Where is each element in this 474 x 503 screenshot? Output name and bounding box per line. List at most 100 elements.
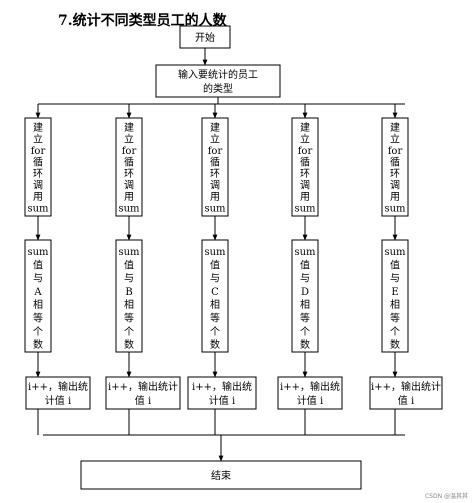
compare-text-e: 数	[390, 338, 400, 351]
loop-text-c: for	[208, 146, 223, 157]
loop-text-a: sum	[27, 204, 49, 215]
loop-text-b: 循	[124, 156, 134, 169]
compare-text-d: 值	[300, 258, 310, 271]
loop-text-c: 循	[210, 156, 220, 169]
loop-text-e: 循	[390, 156, 400, 169]
loop-box-a	[24, 117, 52, 217]
loop-text-b: 环	[124, 169, 134, 180]
output-text-a: 计值 i	[45, 394, 71, 407]
loop-text-a: 立	[33, 133, 43, 146]
output-box-d	[277, 376, 343, 410]
compare-text-b: 等	[124, 312, 134, 325]
loop-text-e: 调	[390, 180, 400, 192]
loop-text-e: 用	[390, 192, 400, 203]
loop-text-a: 用	[33, 192, 43, 203]
compare-text-d: D	[301, 287, 309, 298]
loop-text-a: 循	[33, 156, 43, 169]
compare-text-c: 与	[210, 273, 220, 285]
compare-text-d: sum	[294, 247, 316, 258]
output-text-d: i++，输出统	[280, 380, 340, 393]
end-label: 结束	[211, 469, 231, 482]
loop-text-b: sum	[118, 204, 140, 215]
compare-text-c: 等	[210, 312, 220, 325]
compare-text-b: 相	[124, 298, 134, 311]
compare-text-a: 值	[33, 258, 43, 271]
loop-text-d: 循	[300, 156, 310, 169]
compare-text-a: A	[33, 287, 42, 298]
compare-text-e: 个	[390, 326, 400, 338]
compare-text-d: 个	[300, 326, 310, 338]
page-title: 7.统计不同类型员工的人数	[58, 13, 227, 29]
compare-text-b: 与	[124, 273, 134, 285]
loop-text-c: 建	[210, 121, 220, 134]
compare-text-b: B	[125, 287, 132, 298]
compare-text-c: C	[211, 287, 219, 298]
loop-text-e: sum	[384, 204, 406, 215]
output-text-b: 值 i	[135, 394, 151, 407]
loop-text-a: for	[31, 146, 46, 157]
loop-text-a: 建	[33, 121, 43, 134]
compare-text-a: 数	[33, 338, 43, 351]
compare-text-d: 相	[300, 298, 310, 311]
compare-text-e: 等	[390, 312, 400, 325]
loop-text-d: 建	[300, 121, 310, 134]
loop-text-d: 用	[300, 192, 310, 203]
compare-text-b: 值	[124, 258, 134, 271]
output-box-b	[105, 376, 181, 410]
compare-box-e	[381, 239, 409, 353]
loop-text-d: 环	[300, 169, 310, 180]
loop-text-c: 调	[210, 180, 220, 192]
compare-text-c: sum	[204, 247, 226, 258]
loop-text-c: 立	[210, 133, 220, 146]
compare-text-e: 值	[390, 258, 400, 271]
loop-text-a: 调	[33, 180, 43, 192]
compare-text-d: 等	[300, 312, 310, 325]
loop-box-b	[115, 117, 143, 217]
loop-text-d: 调	[300, 180, 310, 192]
output-text-e: i++，输出统计	[371, 380, 441, 393]
compare-text-e: sum	[384, 247, 406, 258]
output-text-c: 计值 i	[209, 394, 235, 407]
loop-text-c: 用	[210, 192, 220, 203]
compare-text-e: 相	[390, 298, 400, 311]
watermark: CSDN @温其其	[424, 493, 468, 500]
loop-text-a: 环	[33, 169, 43, 180]
compare-box-c	[201, 239, 229, 353]
loop-text-d: sum	[294, 204, 316, 215]
output-text-c: i++，输出统	[192, 380, 252, 393]
output-text-e: 值 i	[398, 394, 414, 407]
loop-text-b: 用	[124, 192, 134, 203]
output-text-b: i++，输出统计	[108, 380, 178, 393]
loop-text-b: 立	[124, 133, 134, 146]
compare-text-c: 数	[210, 338, 220, 351]
loop-text-e: for	[388, 146, 403, 157]
input-label-2: 的类型	[203, 82, 233, 95]
compare-text-d: 与	[300, 273, 310, 285]
loop-text-b: 调	[124, 180, 134, 192]
compare-box-d	[291, 239, 319, 353]
compare-text-d: 数	[300, 338, 310, 351]
output-box-a	[25, 376, 91, 410]
input-label-1: 输入要统计的员工	[178, 68, 258, 81]
compare-text-e: E	[391, 287, 398, 298]
loop-text-c: sum	[204, 204, 226, 215]
output-box-c	[187, 376, 257, 410]
loop-text-c: 环	[210, 169, 220, 180]
compare-text-a: 等	[33, 312, 43, 325]
end-box	[80, 460, 362, 490]
start-label: 开始	[195, 31, 215, 44]
compare-text-a: sum	[27, 247, 49, 258]
output-text-d: 计值 i	[297, 394, 323, 407]
compare-text-c: 值	[210, 258, 220, 271]
compare-text-a: 与	[33, 273, 43, 285]
loop-text-b: for	[122, 146, 137, 157]
compare-text-c: 个	[210, 326, 220, 338]
output-box-e	[369, 376, 443, 410]
loop-text-e: 环	[390, 169, 400, 180]
compare-text-b: sum	[118, 247, 140, 258]
compare-text-a: 个	[33, 326, 43, 338]
loop-text-d: 立	[300, 133, 310, 146]
loop-text-e: 立	[390, 133, 400, 146]
compare-text-e: 与	[390, 273, 400, 285]
